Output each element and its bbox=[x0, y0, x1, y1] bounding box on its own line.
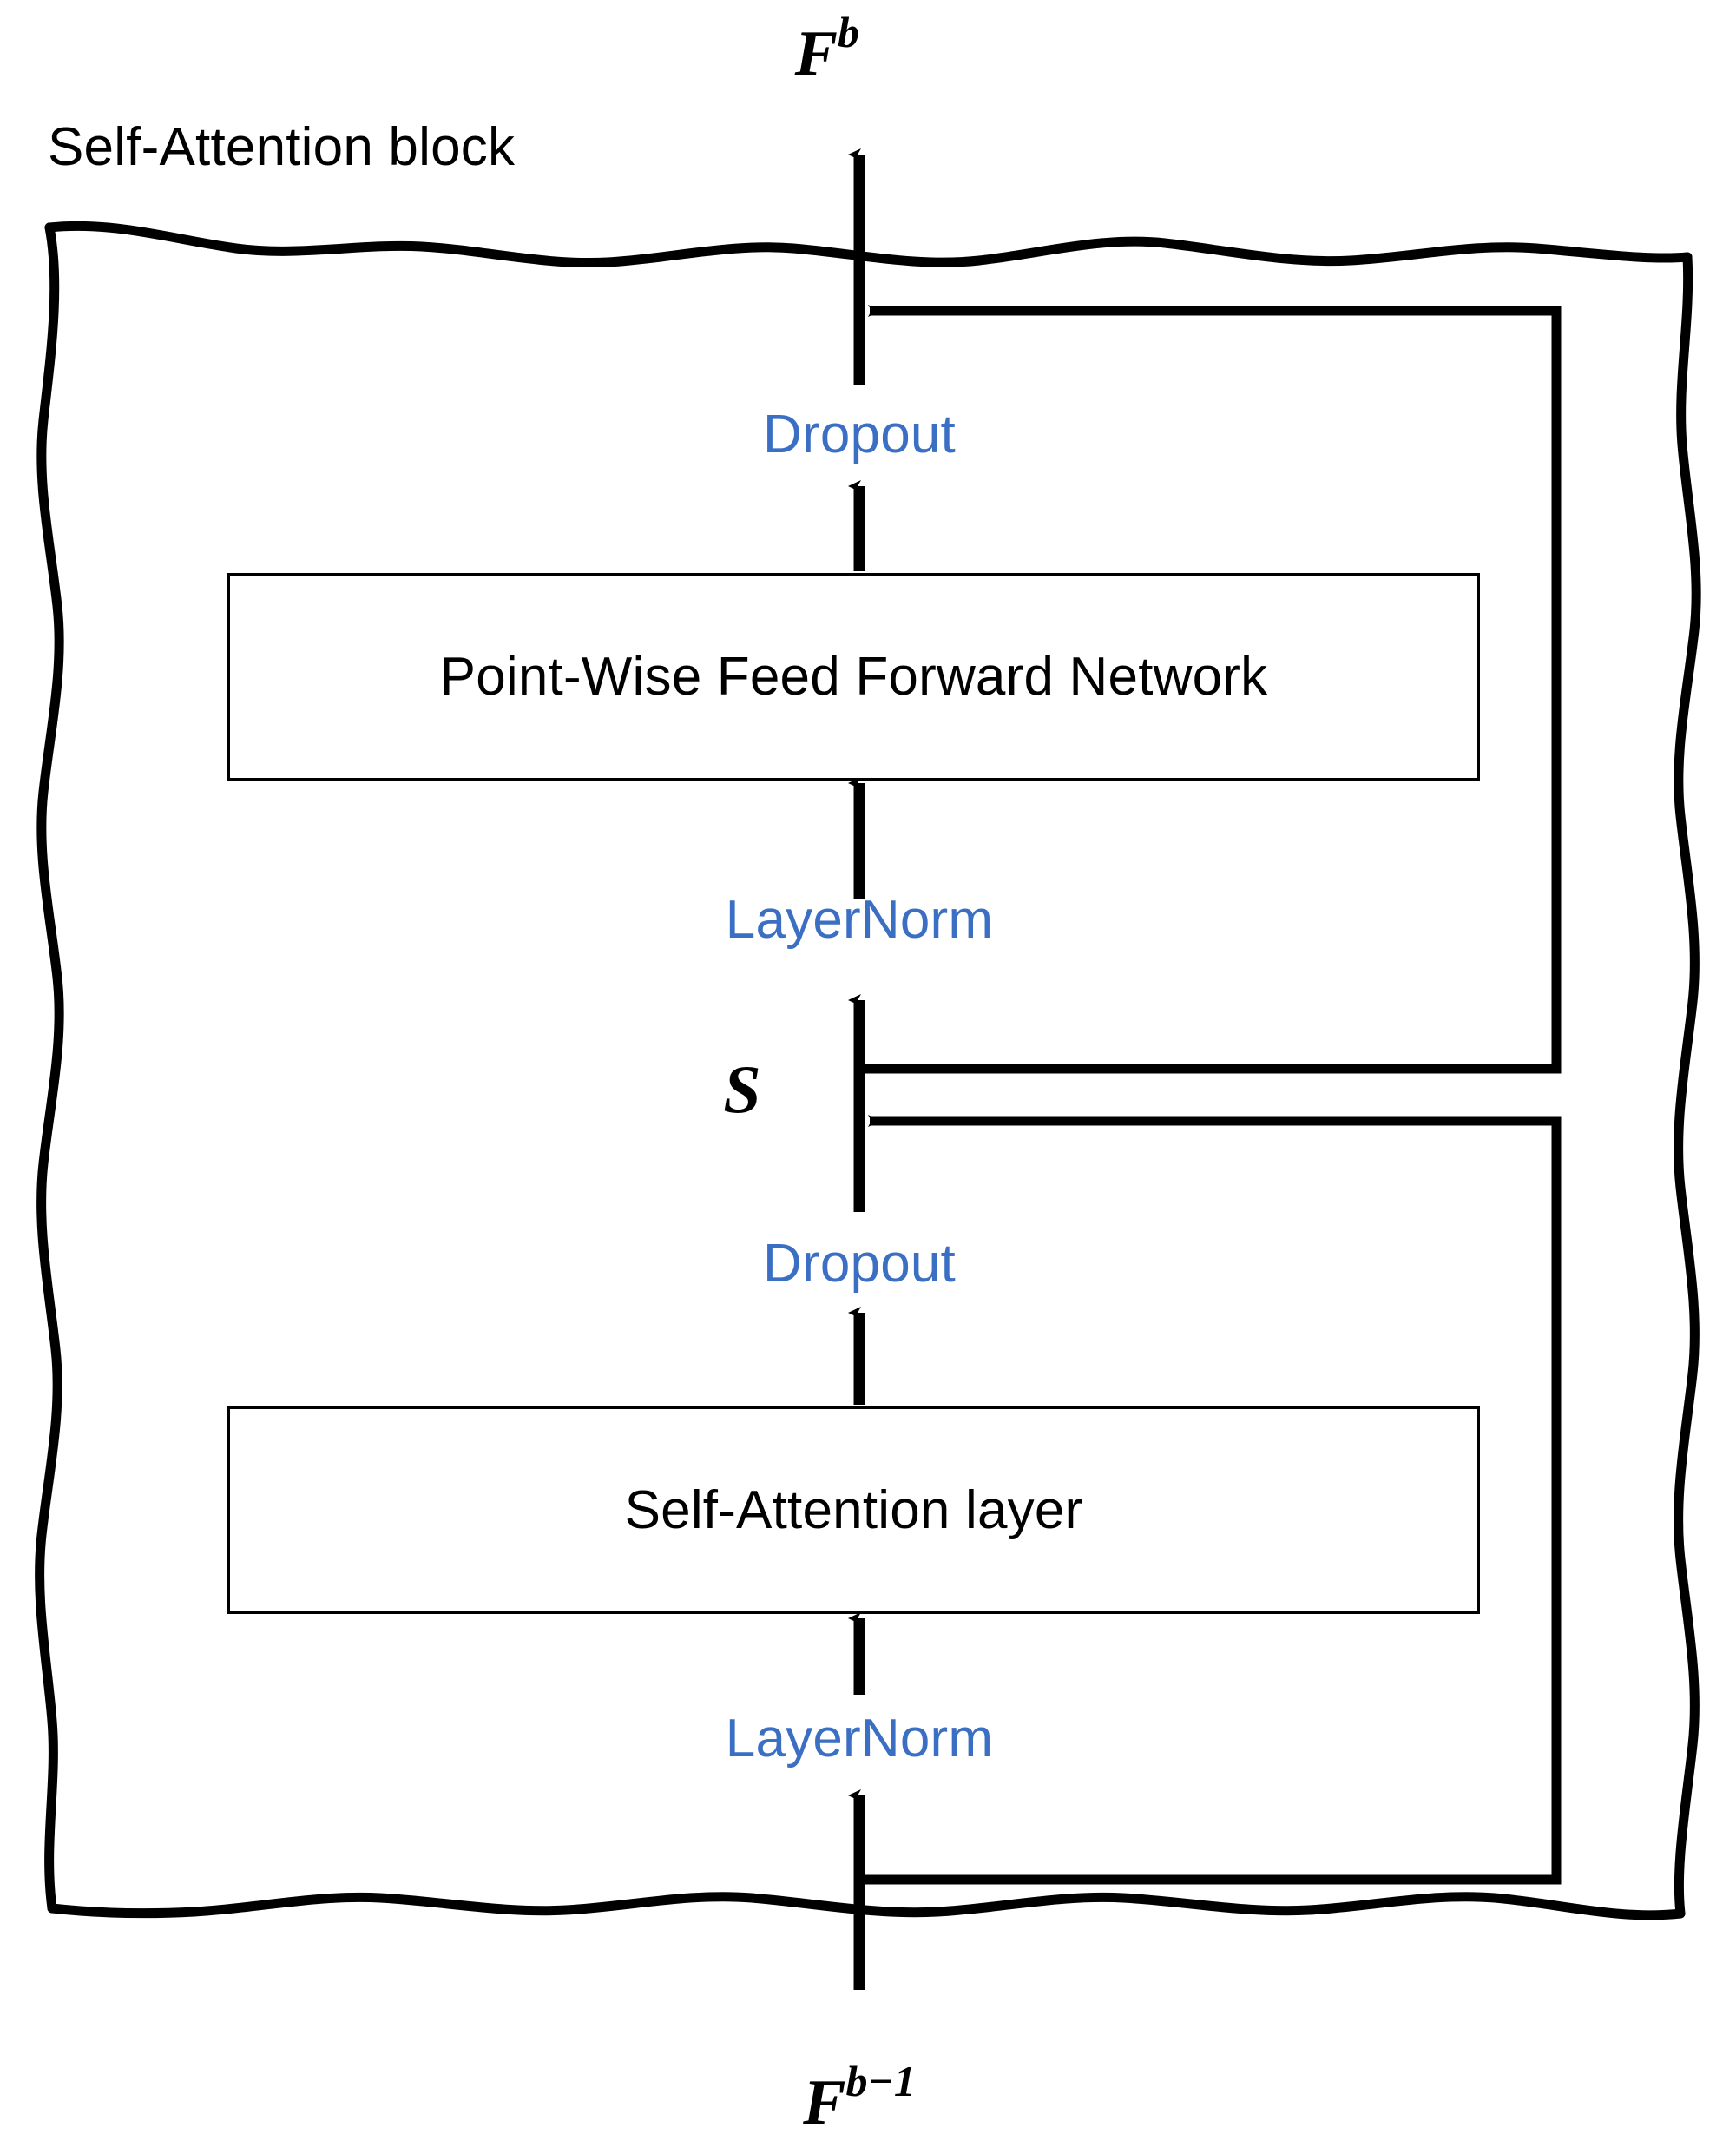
dropout-top-label[interactable]: Dropout bbox=[763, 405, 956, 464]
input-tensor-label: Fb−1 bbox=[803, 2059, 972, 2135]
output-tensor-base: F bbox=[794, 18, 838, 89]
intermediate-tensor-label: S bbox=[723, 1051, 761, 1127]
output-tensor-superscript: b bbox=[838, 8, 860, 57]
ffn-box[interactable]: Point-Wise Feed Forward Network bbox=[227, 573, 1480, 781]
self-attention-layer-box[interactable]: Self-Attention layer bbox=[227, 1406, 1480, 1614]
residual-connection-attention bbox=[859, 1115, 1562, 1885]
ffn-box-label: Point-Wise Feed Forward Network bbox=[439, 647, 1268, 707]
residual-connection-ffn bbox=[859, 305, 1562, 1074]
layernorm-top-label[interactable]: LayerNorm bbox=[725, 890, 994, 950]
input-tensor-base: F bbox=[803, 2067, 846, 2138]
output-tensor-label: Fb bbox=[795, 10, 924, 118]
self-attention-layer-box-label: Self-Attention layer bbox=[624, 1480, 1083, 1540]
layernorm-bottom-label[interactable]: LayerNorm bbox=[725, 1709, 994, 1769]
dropout-bottom-label[interactable]: Dropout bbox=[763, 1234, 956, 1294]
block-title: Self-Attention block bbox=[48, 117, 516, 177]
input-tensor-superscript: b−1 bbox=[845, 2057, 916, 2106]
